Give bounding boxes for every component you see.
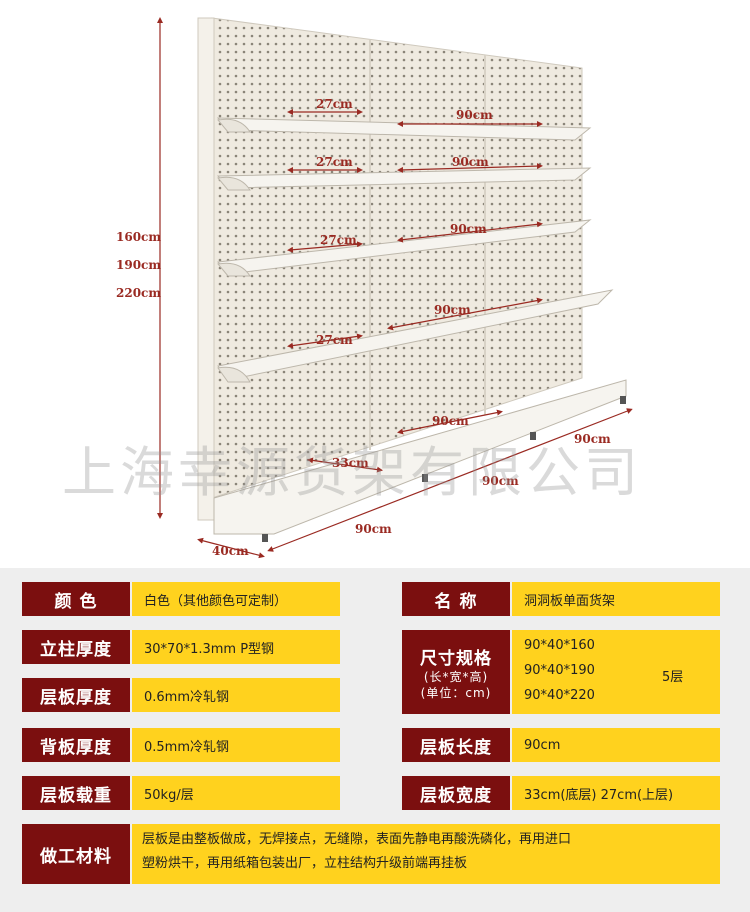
name-label: 名 称 — [402, 582, 510, 616]
size-label-sub1: (长*宽*高) — [423, 669, 489, 684]
size-value-1: 90*40*160 — [524, 638, 595, 653]
shelf-illustration — [157, 17, 633, 559]
size-label-main: 尺寸规格 — [420, 648, 492, 669]
shelf-length-label: 层板长度 — [402, 728, 510, 762]
shelf-width-value: 33cm(底层) 27cm(上层) — [512, 776, 720, 810]
size-value-3: 90*40*220 — [524, 688, 595, 703]
size-values: 90*40*160 90*40*190 90*40*220 5层 — [512, 630, 720, 714]
dim-depth-3: 27cm — [320, 233, 357, 247]
shelf-length-value: 90cm — [512, 728, 720, 762]
dim-length-2: 90cm — [452, 155, 489, 169]
dim-height-3: 220cm — [116, 286, 162, 300]
dim-length-bottom: 90cm — [355, 522, 392, 536]
size-label: 尺寸规格 (长*宽*高) (单位：cm) — [402, 630, 510, 714]
load-value: 50kg/层 — [132, 776, 340, 810]
back-thickness-label: 背板厚度 — [22, 728, 130, 762]
dim-length-floor: 90cm — [482, 474, 519, 488]
color-value: 白色（其他颜色可定制） — [132, 582, 340, 616]
craft-value: 层板是由整板做成，无焊接点，无缝隙，表面先静电再酸洗磷化，再用进口 塑粉烘干，再… — [132, 824, 720, 884]
company-watermark: 上海幸源货架有限公司 — [62, 441, 642, 504]
layer-count: 5层 — [662, 670, 684, 685]
size-value-2: 90*40*190 — [524, 663, 595, 678]
size-label-sub2: (单位：cm) — [420, 685, 492, 700]
name-value: 洞洞板单面货架 — [512, 582, 720, 616]
dim-length-base: 90cm — [432, 414, 469, 428]
dim-height-2: 190cm — [116, 258, 162, 272]
shelf-thickness-value: 0.6mm冷轧钢 — [132, 678, 340, 712]
dim-length-1: 90cm — [456, 108, 493, 122]
dim-length-3: 90cm — [450, 222, 487, 236]
dim-depth-4: 27cm — [316, 333, 353, 347]
column-thickness-value: 30*70*1.3mm P型钢 — [132, 630, 340, 664]
dim-length-side: 90cm — [574, 432, 611, 446]
spec-table: 颜 色 白色（其他颜色可定制） 名 称 洞洞板单面货架 立柱厚度 30*70*1… — [0, 568, 750, 912]
load-label: 层板载重 — [22, 776, 130, 810]
color-label: 颜 色 — [22, 582, 130, 616]
dim-width: 40cm — [212, 544, 249, 558]
dim-height-1: 160cm — [116, 230, 162, 244]
dim-depth-2: 27cm — [316, 155, 353, 169]
craft-line-2: 塑粉烘干，再用纸箱包装出厂，立柱结构升级前端再挂板 — [142, 856, 468, 871]
shelf-width-label: 层板宽度 — [402, 776, 510, 810]
product-photo: 27cm 90cm 27cm 90cm 27cm 90cm 27cm 90cm … — [62, 17, 642, 559]
shelf-thickness-label: 层板厚度 — [22, 678, 130, 712]
back-thickness-value: 0.5mm冷轧钢 — [132, 728, 340, 762]
dim-base-depth: 33cm — [332, 456, 369, 470]
dim-length-4: 90cm — [434, 303, 471, 317]
craft-line-1: 层板是由整板做成，无焊接点，无缝隙，表面先静电再酸洗磷化，再用进口 — [142, 832, 572, 847]
column-thickness-label: 立柱厚度 — [22, 630, 130, 664]
craft-label: 做工材料 — [22, 824, 130, 884]
dim-depth-1: 27cm — [316, 97, 353, 111]
